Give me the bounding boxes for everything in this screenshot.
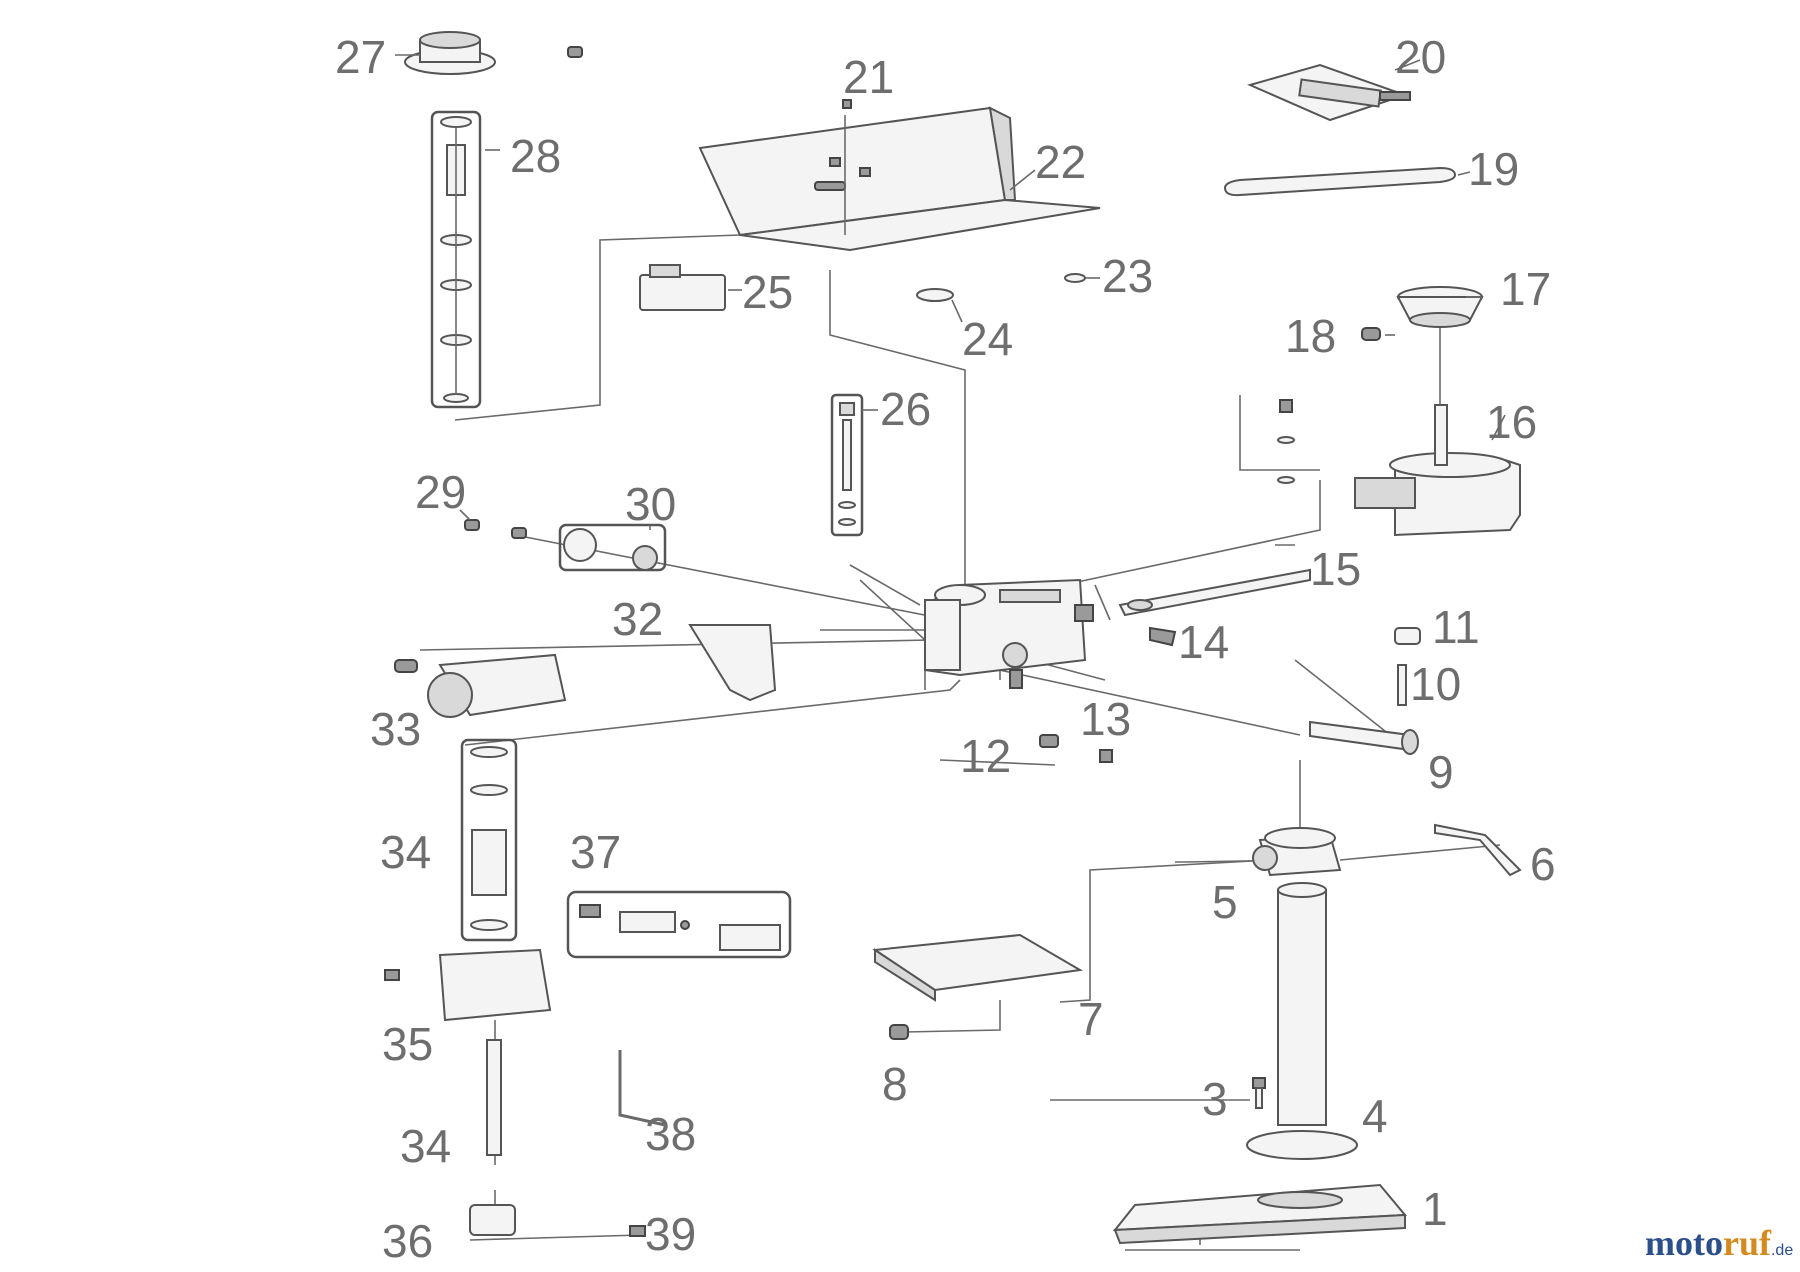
part-33-handle-hub	[394, 653, 567, 718]
part-16-motor	[1277, 399, 1521, 537]
part-22-belt-cover	[698, 99, 1101, 252]
part-labels: 1 3 4 5 6 7 8 9 10 11 12 13 14 15 16 17 …	[335, 31, 1556, 1267]
part-label: 16	[1486, 396, 1537, 448]
part-36-chuck	[469, 1204, 646, 1237]
part-label: 15	[1310, 543, 1361, 595]
part-label: 4	[1362, 1090, 1388, 1142]
part-34-spindle	[486, 1039, 502, 1156]
part-28-spindle-bearings	[430, 110, 482, 409]
part-label: 35	[382, 1018, 433, 1070]
part-1-base	[1112, 1183, 1408, 1245]
part-27-pulley	[404, 31, 583, 75]
part-4-flange	[1246, 1130, 1358, 1160]
part-label: 20	[1395, 31, 1446, 83]
part-32-cover	[688, 624, 777, 702]
part-label: 13	[1080, 693, 1131, 745]
part-29-30-gear	[464, 519, 667, 572]
part-label: 21	[843, 51, 894, 103]
part-label: 28	[510, 130, 561, 182]
part-label: 7	[1078, 993, 1104, 1045]
part-label: 3	[1202, 1073, 1228, 1125]
part-column	[1277, 882, 1327, 1126]
part-label: 27	[335, 31, 386, 83]
part-label: 8	[882, 1058, 908, 1110]
part-8-bolt	[889, 1024, 909, 1040]
part-11-cap	[1394, 627, 1421, 645]
brand-logo: motoruf.de	[1645, 1222, 1793, 1264]
part-label: 24	[962, 313, 1013, 365]
part-label: 26	[880, 383, 931, 435]
part-18-key	[1361, 327, 1381, 341]
part-19-belt	[1223, 166, 1457, 197]
part-10-pin	[1397, 664, 1407, 706]
part-label: 25	[742, 266, 793, 318]
part-label: 18	[1285, 310, 1336, 362]
part-label: 6	[1530, 838, 1556, 890]
part-37-switch-kit	[566, 890, 792, 959]
part-label: 12	[960, 730, 1011, 782]
part-label: 9	[1428, 746, 1454, 798]
part-label: 17	[1500, 263, 1551, 315]
label-ticks	[395, 54, 1506, 530]
part-label: 11	[1432, 601, 1480, 653]
part-label: 32	[612, 593, 663, 645]
part-label: 10	[1410, 658, 1461, 710]
part-35-housing	[384, 948, 552, 1022]
brand-logo-suffix: .de	[1770, 1242, 1794, 1259]
part-label: 22	[1035, 136, 1086, 188]
part-23-washer	[1064, 273, 1086, 283]
part-9-handle	[1309, 720, 1419, 755]
part-38-hex-key	[618, 1050, 666, 1127]
part-5-collar	[1252, 827, 1342, 877]
part-label: 1	[1422, 1183, 1448, 1235]
part-label: 14	[1178, 616, 1229, 668]
part-label: 33	[370, 703, 421, 755]
part-head-housing	[924, 578, 1094, 677]
part-label: 38	[645, 1108, 696, 1160]
part-label: 5	[1212, 876, 1238, 928]
part-label: 34	[380, 826, 431, 878]
part-label: 34	[400, 1120, 451, 1172]
part-3-bolt	[1252, 1077, 1266, 1109]
brand-logo-text: moto	[1645, 1223, 1723, 1263]
part-17-pulley	[1396, 286, 1484, 328]
part-26-shaft	[830, 393, 864, 537]
brand-logo-text-accent: ruf	[1722, 1223, 1771, 1263]
part-label: 39	[645, 1208, 696, 1260]
part-20-vise	[1247, 63, 1411, 122]
part-label: 37	[570, 826, 621, 878]
part-34-quill-bearings	[460, 738, 518, 942]
part-14-knob	[1149, 626, 1177, 647]
part-7-table	[872, 933, 1084, 1002]
part-label: 19	[1468, 143, 1519, 195]
part-label: 30	[625, 478, 676, 530]
part-25-switch	[639, 264, 726, 311]
part-12-13-small	[1009, 669, 1113, 763]
part-24-washer	[916, 288, 954, 302]
part-15-rail	[1118, 568, 1311, 617]
part-label: 36	[382, 1215, 433, 1267]
part-label: 29	[415, 466, 466, 518]
part-6-lever	[1434, 823, 1522, 877]
part-label: 23	[1102, 250, 1153, 302]
